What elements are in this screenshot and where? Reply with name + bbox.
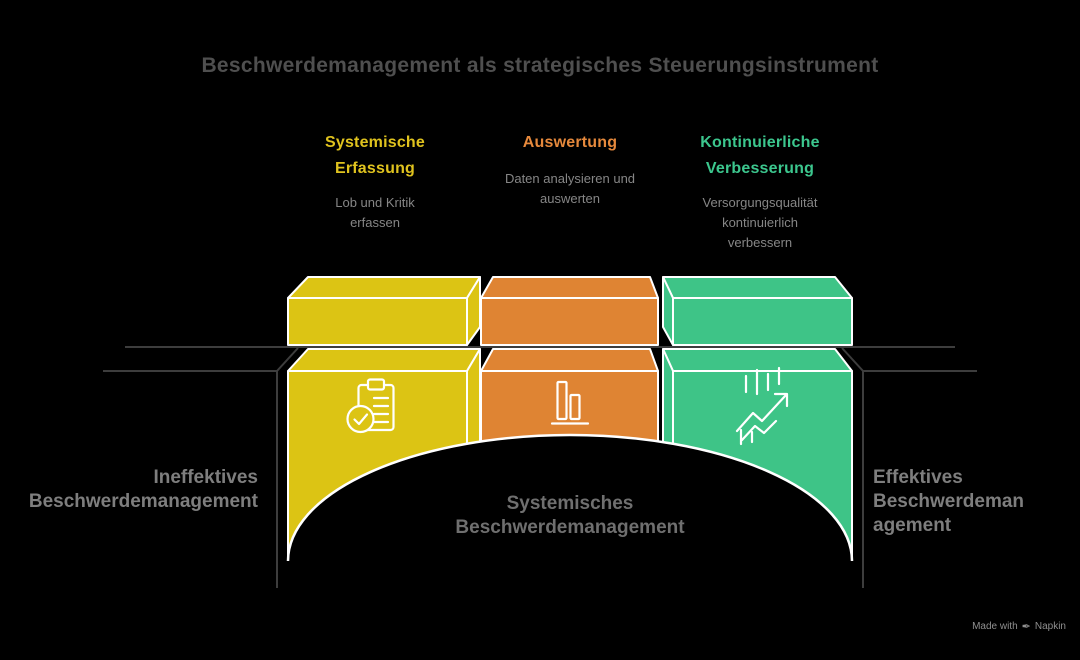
column-heading-auswertung: Auswertung [522,134,618,151]
column-heading-systemische-erfassung: Systemische Erfassung [324,134,426,177]
left-pier-line [276,347,299,588]
trend-arrow-icon [735,366,789,446]
upper-blocks [287,276,853,346]
arch-cutout [288,435,852,660]
napkin-pen-icon: ✒ [1021,620,1031,633]
label-ineffective-complaint-management: Ineffektives Beschwerdemanagement [28,467,258,512]
arch-outline [286,433,854,562]
block-yellow-upper [287,276,481,346]
column-kontinuierliche-verbesserung: Kontinuierliche Verbesserung Versorgungs… [640,130,880,253]
column-auswertung: Auswertung Daten analysieren und auswert… [460,130,680,209]
made-with-napkin: Made with ✒ Napkin [972,621,1066,632]
label-effective-complaint-management: Effektives Beschwerdeman agement [873,467,1025,536]
column-description-auswertung: Daten analysieren und auswerten [504,171,636,206]
made-with-text: Made with [972,621,1018,632]
block-green-upper [662,276,853,346]
napkin-brand-text: Napkin [1034,621,1066,632]
clipboard-check-icon [346,378,395,434]
column-systemische-erfassung: Systemische Erfassung Lob und Kritik erf… [265,130,485,233]
block-orange-upper [480,276,659,346]
label-systematic-complaint-management: Systemisches Beschwerdemanagement [455,493,685,538]
column-heading-kontinuierliche-verbesserung: Kontinuierliche Verbesserung [700,134,820,177]
bridge-structure-lines [103,346,977,588]
column-description-kontinuierliche-verbesserung: Versorgungsqualität kontinuierlich verbe… [702,195,818,250]
page-title: Beschwerdemanagement als strategisches S… [201,54,879,77]
bar-chart-icon [550,380,590,425]
right-pier-line [841,347,864,588]
column-description-systemische-erfassung: Lob und Kritik erfassen [335,195,415,230]
